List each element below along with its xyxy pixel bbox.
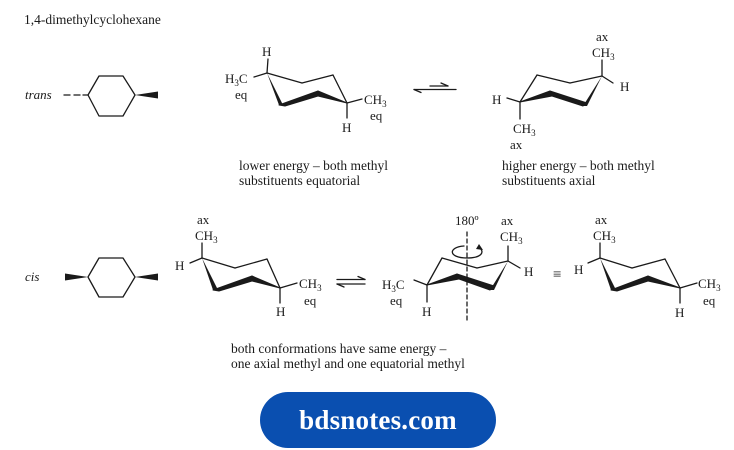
cis-c-c4-h: H xyxy=(675,305,685,320)
trans-caption-higher-energy: higher energy – both methyl substituents… xyxy=(502,158,655,188)
rotation-angle: 180º xyxy=(455,213,479,228)
watermark-badge[interactable]: bdsnotes.com xyxy=(260,392,496,448)
cis-hexagon-structure xyxy=(65,257,158,298)
cis-a-c1-pos: ax xyxy=(197,212,210,227)
trans-ax-c1-h: H xyxy=(492,92,502,107)
cis-chair-a xyxy=(189,242,298,304)
cis-b-c1-methyl: H3C xyxy=(382,277,405,294)
trans-ax-c1-methyl: CH3 xyxy=(513,121,536,138)
cis-label: cis xyxy=(25,269,40,284)
trans-label: trans xyxy=(25,87,52,102)
trans-hexagon-structure xyxy=(63,75,158,117)
cis-a-c4-h: H xyxy=(276,304,286,319)
trans-ax-c1-pos: ax xyxy=(510,137,523,152)
trans-eq-c1-pos: eq xyxy=(235,87,248,102)
cis-a-c4-methyl: CH3 xyxy=(299,276,322,293)
cis-b-c1-pos: eq xyxy=(390,293,403,308)
cis-a-c4-pos: eq xyxy=(304,293,317,308)
cis-c-c4-methyl: CH3 xyxy=(698,276,721,293)
cis-caption-same-energy: both conformations have same energy – on… xyxy=(231,341,465,371)
cis-b-c4-pos: ax xyxy=(501,213,514,228)
trans-caption-lower-energy: lower energy – both methyl substituents … xyxy=(239,158,388,188)
cis-c-c1-pos: ax xyxy=(595,212,608,227)
trans-eq-c4-h: H xyxy=(342,120,352,135)
trans-eq-c4-methyl: CH3 xyxy=(364,92,387,109)
trans-eq-c4-pos: eq xyxy=(370,108,383,123)
cis-b-c1-h: H xyxy=(422,304,432,319)
trans-chair-axial xyxy=(506,59,614,120)
cis-equilibrium-arrows xyxy=(336,275,366,288)
trans-equilibrium-arrows xyxy=(413,82,457,94)
trans-ax-c4-pos: ax xyxy=(596,29,609,44)
cis-a-c1-h: H xyxy=(175,258,185,273)
cis-b-c4-methyl: CH3 xyxy=(500,229,523,246)
trans-ax-c4-h: H xyxy=(620,79,630,94)
trans-ax-c4-methyl: CH3 xyxy=(592,45,615,62)
cis-c-c1-methyl: CH3 xyxy=(593,228,616,245)
cis-chair-c xyxy=(587,242,698,304)
equivalent-symbol: ≡ xyxy=(553,267,562,283)
trans-eq-c1-h: H xyxy=(262,44,272,59)
trans-chair-equatorial xyxy=(253,58,363,119)
cis-a-c1-methyl: CH3 xyxy=(195,228,218,245)
cis-chair-b xyxy=(413,245,521,303)
cis-c-c1-h: H xyxy=(574,262,584,277)
watermark-text: bdsnotes.com xyxy=(299,404,457,435)
cis-b-c4-h: H xyxy=(524,264,534,279)
trans-eq-c1-methyl: H3C xyxy=(225,71,248,88)
diagram-title: 1,4-dimethylcyclohexane xyxy=(24,12,161,27)
cis-c-c4-pos: eq xyxy=(703,293,716,308)
rotation-axis xyxy=(451,231,483,321)
